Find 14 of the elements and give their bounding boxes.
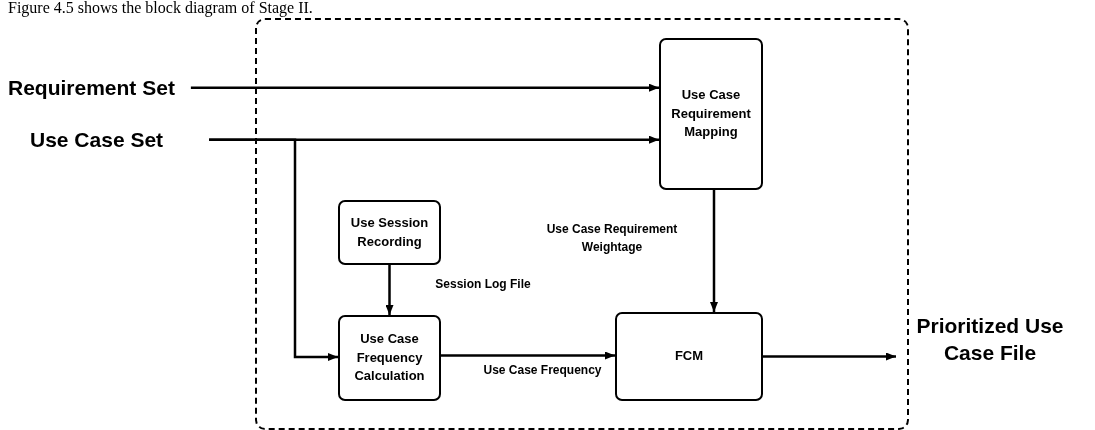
process-box: Use Session Recording — [338, 200, 441, 265]
input-label: Use Case Set — [30, 126, 164, 154]
process-box: Use Case Requirement Mapping — [659, 38, 763, 190]
caption-text: Figure 4.5 shows the block diagram of Stage II. — [8, 0, 313, 17]
arrow — [190, 83, 659, 92]
arrow — [710, 190, 718, 312]
arrow — [763, 352, 896, 361]
process-box: Use Case Frequency Calculation — [338, 315, 441, 401]
input-label: Requirement Set — [8, 74, 175, 102]
arrow — [385, 265, 394, 315]
arrow — [441, 351, 615, 360]
arrow — [209, 138, 338, 361]
process-box: FCM — [615, 312, 763, 401]
output-label: Prioritized Use Case File — [900, 312, 1080, 367]
